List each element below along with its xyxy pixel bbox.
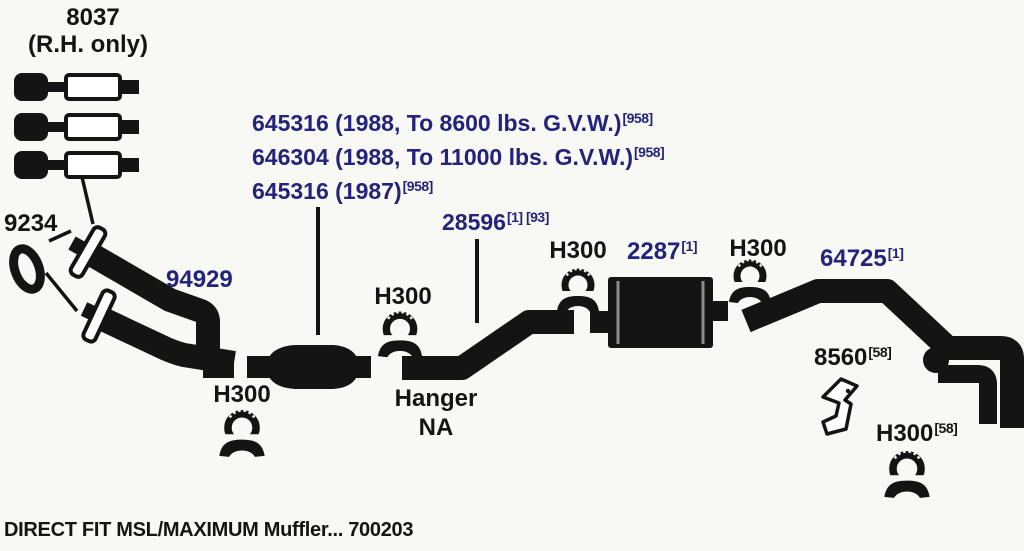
part-label-gasket: 9234 [4,210,58,237]
part-label-tailpipe: 64725[1] [820,245,904,272]
footnote-sup: [58] [934,420,958,436]
clamp-icon [729,260,771,303]
resonator-icon [14,73,139,101]
part-number: 646304 (1988, To 11000 lbs. G.V.W.) [252,144,634,170]
y-pipe-lower-branch [86,303,236,375]
footnote-sup: [958] [634,144,665,160]
diagram-caption: DIRECT FIT MSL/MAXIMUM Muffler... 700203 [4,519,414,541]
part-number: H300 [876,420,934,447]
part-number: 645316 (1988, To 8600 lbs. G.V.W.) [252,110,622,136]
clamp-label-with-footnote: H300[58] [876,420,958,447]
hanger-na-line1: Hanger [394,385,478,412]
tailpipe [741,279,1024,428]
hanger-na-line2: NA [418,414,454,441]
part-label-converter-option-1: 645316 (1988, To 8600 lbs. G.V.W.)[958] [252,110,653,136]
clamp-label: H300 [374,283,432,310]
pipe-flange-icon [68,225,108,279]
muffler-icon [608,277,713,348]
part-number: 28596 [442,209,506,235]
part-label-converter-option-2: 646304 (1988, To 11000 lbs. G.V.W.)[958] [252,144,665,170]
hanger-na-label: Hanger NA [384,384,488,442]
part-label-converter-option-3: 645316 (1987)[958] [252,178,434,204]
part-number: 8560 [814,344,868,371]
clamp-icon [884,451,929,498]
clamp-icon [557,269,599,312]
resonator-icon [14,113,139,141]
pipe-flange-icon [81,288,117,344]
clamp-label: H300 [213,381,271,408]
footnote-sup: [1] [681,238,698,254]
clamp-icon [378,312,422,357]
leader-line [80,176,95,225]
leader-lines [44,176,479,335]
intermediate-pipe [402,310,574,380]
clamp-label: H300 [549,237,607,264]
clamp-icon [219,410,264,457]
leader-line [44,271,79,313]
footnote-sup: [1] [887,245,904,261]
leader-line [48,229,72,243]
part-number: 64725 [820,245,887,272]
tailpipe-bend-junction [923,347,949,373]
part-number: 645316 (1987) [252,178,402,204]
y-pipe-upper-branch [75,238,220,356]
hanger-bracket-icon [821,377,859,436]
part-label-y-pipe: 94929 [166,266,233,293]
part-label-front-resonator: 8037 [66,4,120,31]
part-label-bracket: 8560[58] [814,344,892,371]
footnote-sup: [58] [868,344,892,360]
footnote-sup: [1] [93] [506,209,549,225]
part-label-muffler: 2287[1] [627,238,698,265]
front-pipe-flanges [68,225,117,344]
resonator-assembly-icons [14,73,139,179]
footnote-sup: [958] [622,110,653,126]
catalytic-converter-icon [266,345,360,389]
part-note-rh-only: (R.H. only) [28,31,148,58]
gasket-ring-icon [9,244,45,294]
part-number: 2287 [627,238,681,265]
resonator-icon [14,151,139,179]
part-label-intermediate-pipe: 28596[1] [93] [442,209,549,235]
clamp-label: H300 [729,235,787,262]
tailpipe-inner-bend [938,365,997,424]
footnote-sup: [958] [402,178,434,194]
